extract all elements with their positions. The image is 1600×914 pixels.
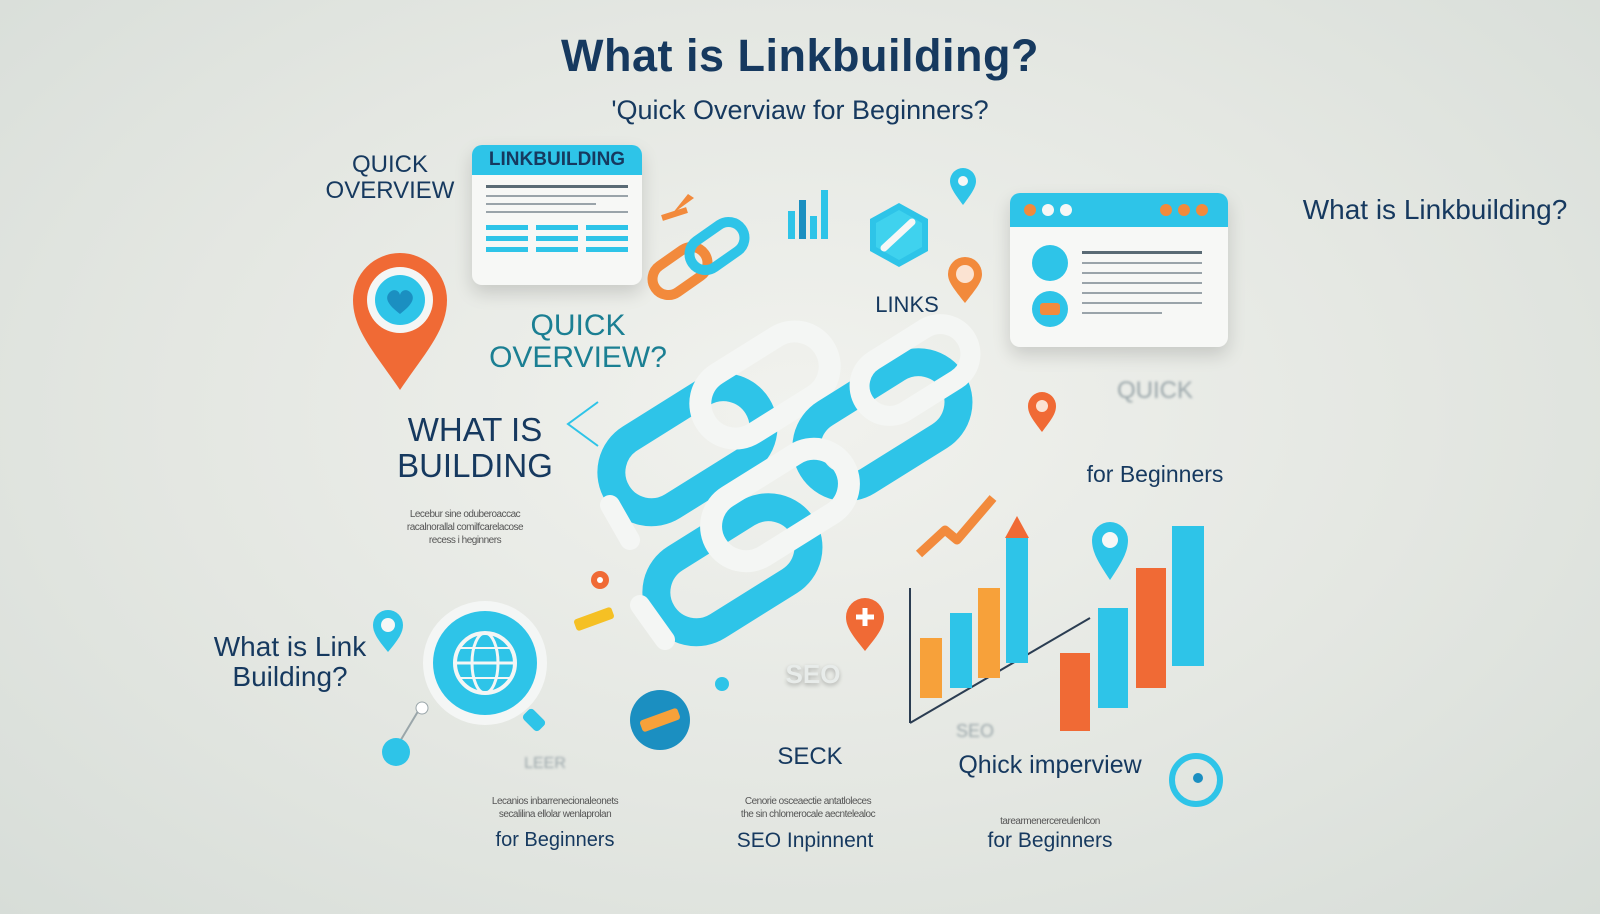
plus-pin-icon xyxy=(846,598,884,651)
label-quick-overview-center: QUICK OVERVIEW? xyxy=(489,309,667,375)
scribble-bottom-2: Cenorie osceaectie antatloleces the sin … xyxy=(740,796,876,820)
small-orange-pin-icon xyxy=(1028,392,1056,432)
small-chain-icon xyxy=(647,207,750,301)
label-quick-faded: QUICK xyxy=(1116,377,1193,404)
hexagon-link-icon xyxy=(870,203,928,267)
label-for-beginners-bottom-1: for Beginners xyxy=(495,829,615,851)
card-title: LINKBUILDING xyxy=(488,149,626,170)
label-for-beginners-bottom-3: for Beginners xyxy=(987,829,1113,852)
label-seo-inpinnent: SEO Inpinnent xyxy=(736,829,874,852)
chevron-left-icon xyxy=(566,401,599,447)
small-blue-pin-icon xyxy=(373,610,403,652)
blue-circle-icon xyxy=(630,690,690,750)
yellow-bar-icon xyxy=(573,607,615,631)
label-seck: SECK xyxy=(777,743,843,770)
chain-link-icon xyxy=(597,314,981,650)
label-what-is-building: WHAT IS BUILDING xyxy=(397,411,553,484)
globe-magnifier-icon xyxy=(423,601,547,732)
label-leer-faded: LEER xyxy=(524,755,566,772)
label-seo-faded: SEO xyxy=(955,721,994,741)
subtitle: 'Quick Overviaw for Beginners? xyxy=(611,95,989,125)
document-card-icon: LINKBUILDING xyxy=(472,145,642,285)
chart-pin-icon xyxy=(1092,522,1128,580)
main-title: What is Linkbuilding? xyxy=(561,30,1039,81)
label-what-is-linkbuilding-right: What is Linkbuilding? xyxy=(1302,194,1568,225)
trend-arrow-icon xyxy=(915,495,997,558)
scribble-left: Lecebur sine oduberoaccac racalnorallal … xyxy=(406,509,524,546)
round-badge-icon xyxy=(1169,753,1223,807)
location-pin-heart-icon xyxy=(353,253,447,390)
label-what-is-link-building: What is Link Building? xyxy=(213,631,367,693)
label-links: LINKS xyxy=(875,292,939,317)
label-qhick-imperview: Qhick imperview xyxy=(958,751,1142,779)
map-pin-icon xyxy=(950,168,976,205)
spark-icon xyxy=(672,194,694,214)
bar-chart-icon xyxy=(788,190,828,239)
small-dot-icon xyxy=(715,677,729,691)
label-quick-overview-top: QUICK OVERVIEW xyxy=(325,151,455,204)
scribble-bottom-3: tarearmenercereulenlcon xyxy=(1000,816,1100,827)
scribble-bottom-1: Lecanios inbarrenecionaleonets secalilin… xyxy=(491,796,619,820)
seo-icon: SEO xyxy=(785,659,841,689)
growth-bar-chart-icon xyxy=(909,516,1204,731)
orange-pin-icon xyxy=(948,257,982,303)
browser-window-icon xyxy=(1010,193,1228,347)
connector-icon xyxy=(382,701,429,766)
dot-icon xyxy=(591,571,609,589)
label-for-beginners-right: for Beginners xyxy=(1086,461,1224,487)
